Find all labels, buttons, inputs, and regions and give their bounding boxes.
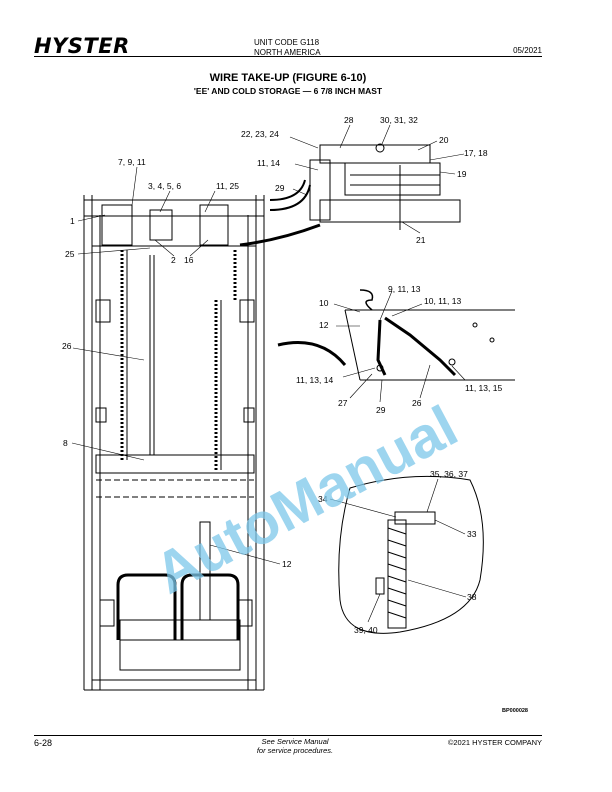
watermark: AutoManual [144, 393, 468, 606]
callout-30-31-32: 30, 31, 32 [380, 115, 418, 125]
callout-38: 38 [467, 592, 477, 602]
revision-date: 05/2021 [513, 46, 542, 55]
hyster-logo: HYSTER [34, 34, 130, 58]
callout-19: 19 [457, 169, 467, 179]
callout-1: 1 [70, 216, 75, 226]
footer-note-line2: for service procedures. [256, 746, 334, 755]
callout-12-mid: 12 [319, 320, 329, 330]
callout-11-13-15: 11, 13, 15 [465, 383, 502, 393]
callout-29-top: 29 [275, 183, 285, 193]
callout-16: 16 [184, 255, 194, 265]
page-title: WIRE TAKE-UP (FIGURE 6-10) [209, 72, 367, 84]
leader-lines [71, 124, 467, 623]
callout-12-low: 12 [282, 559, 292, 569]
callout-26-mid: 26 [412, 398, 422, 408]
top-detail [269, 143, 461, 230]
figure-id: BP000028 [502, 708, 528, 714]
callout-28: 28 [344, 115, 354, 125]
callouts: 28 30, 31, 32 22, 23, 24 20 17, 18 19 11… [62, 115, 502, 635]
page-number: 6-28 [34, 738, 53, 748]
page-subtitle: 'EE' AND COLD STORAGE — 6 7/8 INCH MAST [193, 86, 383, 96]
callout-20: 20 [439, 135, 449, 145]
mast-assembly [83, 195, 265, 691]
callout-11-25: 11, 25 [216, 181, 239, 191]
footer-note-line1: See Service Manual [261, 737, 329, 746]
copyright: ©2021 HYSTER COMPANY [447, 738, 542, 747]
unit-code: UNIT CODE G118 [254, 38, 320, 47]
callout-11-13-14: 11, 13, 14 [296, 375, 333, 385]
callout-10-11-13: 10, 11, 13 [424, 296, 461, 306]
footer-note: See Service Manual for service procedure… [230, 737, 360, 755]
callout-8: 8 [63, 438, 68, 448]
callout-26-left: 26 [62, 341, 72, 351]
callout-39-40: 39, 40 [354, 625, 378, 635]
header-rule [34, 56, 542, 57]
callout-22-23-24: 22, 23, 24 [241, 129, 279, 139]
callout-27: 27 [338, 398, 348, 408]
callout-10: 10 [319, 298, 329, 308]
middle-detail [344, 289, 515, 381]
lower-detail [338, 475, 484, 634]
callout-25: 25 [65, 249, 75, 259]
callout-2: 2 [171, 255, 176, 265]
callout-9-11-13: 9, 11, 13 [388, 284, 421, 294]
footer-rule [34, 735, 542, 736]
callout-29-mid: 29 [376, 405, 386, 415]
callout-11-14-top: 11, 14 [257, 158, 280, 168]
callout-34: 34 [318, 494, 328, 504]
region: NORTH AMERICA [254, 48, 321, 57]
callout-33: 33 [467, 529, 477, 539]
unit-code-block: UNIT CODE G118 NORTH AMERICA [254, 38, 321, 58]
callout-3-4-5-6: 3, 4, 5, 6 [148, 181, 181, 191]
callout-7-9-11: 7, 9, 11 [118, 157, 146, 167]
callout-35-36-37: 35, 36, 37 [430, 469, 468, 479]
callout-17-18: 17, 18 [464, 148, 488, 158]
callout-21: 21 [416, 235, 426, 245]
